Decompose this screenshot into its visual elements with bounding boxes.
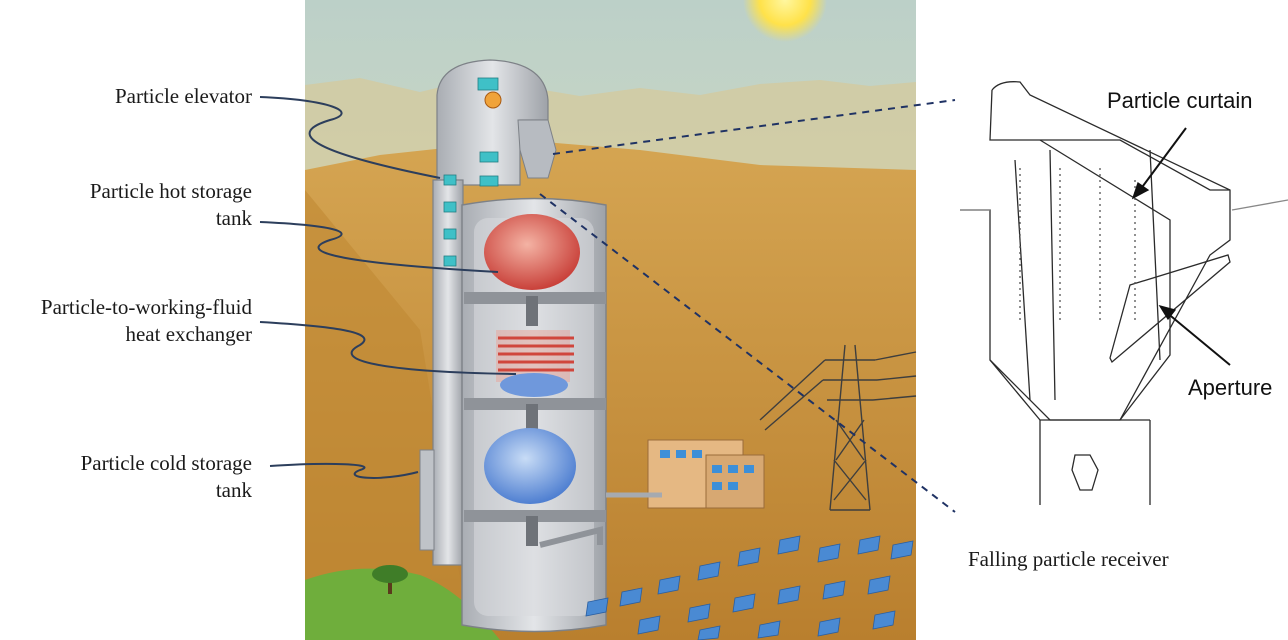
cold-storage-tank	[484, 428, 576, 504]
power-block-building	[606, 439, 765, 509]
label-hx-line2: heat exchanger	[125, 322, 252, 346]
falling-particle-receiver-drawing	[960, 81, 1288, 505]
leader-hot-tank	[259, 221, 499, 273]
leader-lines	[259, 96, 517, 479]
label-cold-storage-tank: Particle cold storage tank	[20, 450, 252, 504]
label-hot-storage-line1: Particle hot storage	[89, 179, 252, 203]
heliostat-field	[585, 535, 914, 640]
label-hx-line1: Particle-to-working-fluid	[40, 295, 252, 319]
leader-hx	[259, 321, 517, 375]
storage-column	[461, 197, 607, 633]
transmission-tower-icon	[759, 344, 917, 511]
leader-elevator	[259, 96, 441, 179]
sun-icon	[743, 0, 827, 42]
leader-cold-tank	[269, 462, 419, 479]
receiver-connector-lines	[539, 99, 956, 513]
label-aperture: Aperture	[1188, 375, 1273, 400]
label-cold-storage-line1: Particle cold storage	[80, 451, 252, 475]
label-particle-elevator: Particle elevator	[114, 84, 252, 108]
heat-exchanger	[496, 330, 574, 397]
elevator-motor-icon	[484, 91, 502, 109]
caption-falling-particle-receiver: Falling particle receiver	[968, 547, 1169, 571]
label-cold-storage-line2: tank	[215, 478, 252, 502]
label-hot-storage-line2: tank	[215, 206, 252, 230]
label-hot-storage-tank: Particle hot storage tank	[30, 178, 252, 232]
label-particle-curtain: Particle curtain	[1107, 88, 1253, 113]
label-heat-exchanger: Particle-to-working-fluid heat exchanger	[0, 294, 252, 348]
scene-background	[305, 0, 916, 640]
tree-icon	[372, 565, 408, 594]
hot-storage-tank	[484, 214, 580, 290]
elevator-bucket-icons	[443, 77, 499, 267]
